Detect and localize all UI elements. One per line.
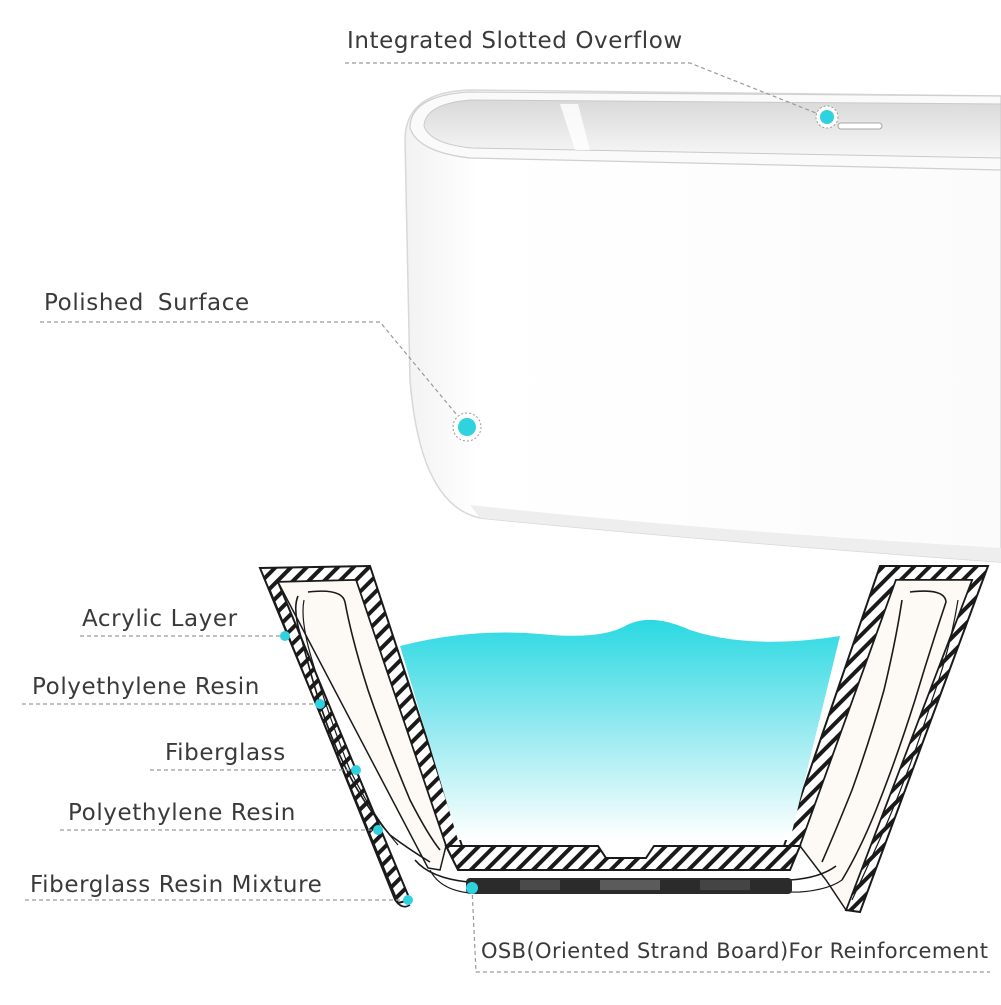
markers <box>280 105 839 905</box>
marker-pe2 <box>373 825 383 835</box>
label-polished-surface: Polished Surface <box>44 290 250 316</box>
label-integrated-slotted-overflow: Integrated Slotted Overflow <box>347 28 683 54</box>
section-left-wall <box>258 564 464 908</box>
marker-fiber <box>351 765 361 775</box>
overflow-slot <box>837 122 883 130</box>
marker-mixture <box>403 895 413 905</box>
marker-osb <box>466 882 478 894</box>
right-layer-line-3 <box>851 599 959 901</box>
label-fiberglass-resin-mixture: Fiberglass Resin Mixture <box>30 872 323 898</box>
right-layer-line-2 <box>821 599 903 863</box>
left-layer-line-2 <box>307 590 441 851</box>
section-floor <box>414 845 843 894</box>
label-polyethylene-resin-1: Polyethylene Resin <box>32 674 260 700</box>
leader-lines <box>22 62 990 973</box>
label-fiberglass: Fiberglass <box>165 740 286 766</box>
floor-hatch <box>444 845 802 871</box>
osb-texture-2 <box>600 880 660 890</box>
marker-acrylic <box>280 631 290 641</box>
tub-bottom-shadow <box>470 505 1001 562</box>
osb-texture-3 <box>700 880 750 890</box>
label-polyethylene-resin-2: Polyethylene Resin <box>68 800 296 826</box>
tub-rim-highlight <box>560 104 590 150</box>
right-layer-line-1 <box>841 590 947 881</box>
bathtub-illustration <box>404 89 1001 563</box>
right-core <box>799 579 974 912</box>
marker-polished <box>458 418 476 436</box>
marker-overflow <box>820 110 834 124</box>
water-fill <box>400 619 840 840</box>
left-core <box>276 579 447 871</box>
leader-polished <box>40 321 467 427</box>
left-outer-skin <box>269 589 411 908</box>
leader-overflow <box>345 62 827 118</box>
left-layer-line-3 <box>302 599 399 846</box>
label-acrylic-layer: Acrylic Layer <box>82 606 238 632</box>
leader-osb <box>471 887 990 973</box>
osb-texture-1 <box>520 880 560 890</box>
label-osb-reinforcement: OSB(Oriented Strand Board)For Reinforcem… <box>481 939 989 963</box>
marker-pe1 <box>315 699 325 709</box>
left-layer-line-1 <box>294 595 431 863</box>
